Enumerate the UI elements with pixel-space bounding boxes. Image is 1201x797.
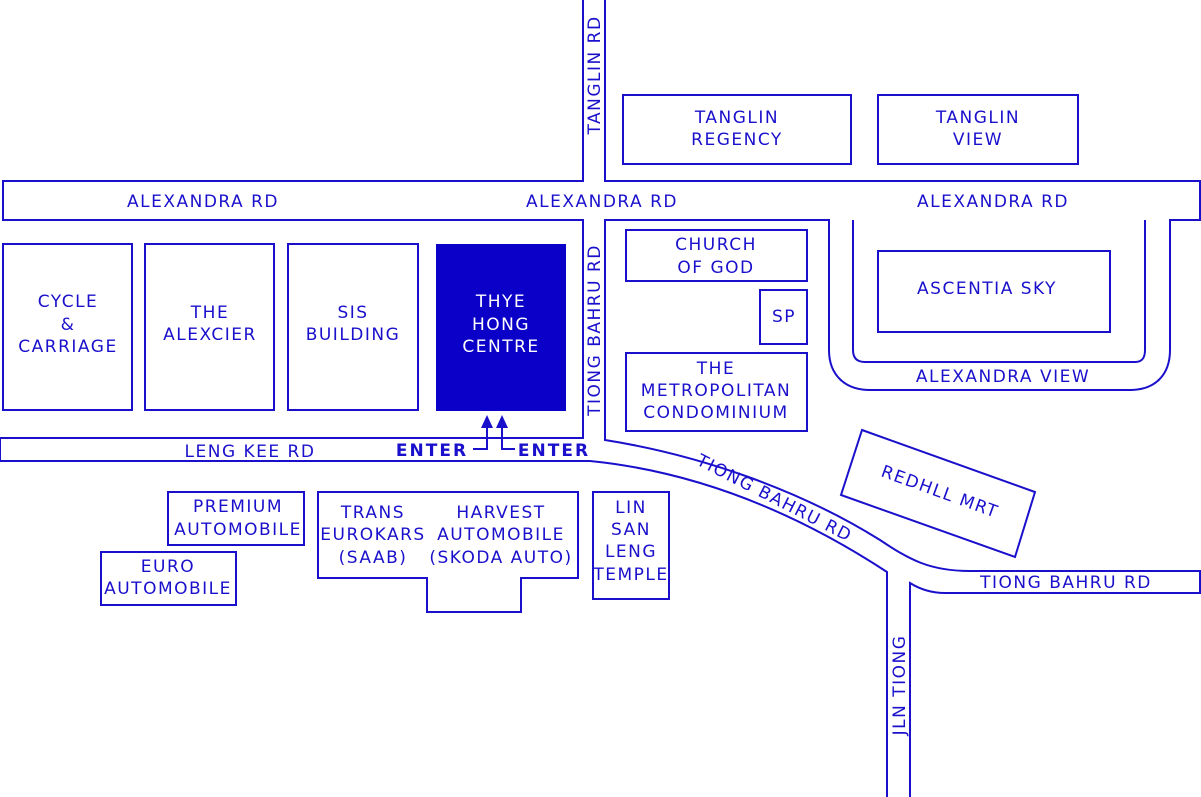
building-cycle-carriage: CYCLE&CARRIAGE <box>2 243 133 411</box>
entrance-markers: ENTER ENTER <box>396 415 590 461</box>
entrance-label: ENTER <box>518 441 590 461</box>
road-label-tiong-bahru-rd: TIONG BAHRU RD <box>585 244 605 417</box>
alexandra-view-inner <box>852 220 1146 363</box>
road-label-leng-kee-rd: LENG KEE RD <box>185 442 316 462</box>
road-label-tanglin-rd: TANGLIN RD <box>585 15 605 135</box>
road-label-tiong-bahru-rd: TIONG BAHRU RD <box>979 573 1152 593</box>
road-edge-east <box>604 0 1201 797</box>
arrow-up-icon <box>473 422 488 450</box>
road-label-alexandra-view: ALEXANDRA VIEW <box>916 367 1090 387</box>
arrow-up-icon <box>501 422 515 450</box>
svg-text:CYCLE&CARRIAGE: CYCLE&CARRIAGE <box>18 292 117 357</box>
arrow-up-icon <box>481 415 493 428</box>
building-ascentia-sky: ASCENTIA SKY <box>877 250 1111 333</box>
road-label-jln-tiong: JLN TIONG <box>890 635 910 737</box>
svg-text:ASCENTIA SKY: ASCENTIA SKY <box>917 279 1057 299</box>
road-label-alexandra-rd: ALEXANDRA RD <box>526 192 678 212</box>
road-label-alexandra-rd: ALEXANDRA RD <box>127 192 279 212</box>
arrow-up-icon <box>496 415 508 428</box>
road-label-tiong-bahru-rd: TIONG BAHRU RD <box>692 450 855 546</box>
road-edge-west <box>0 0 888 797</box>
entrance-label: ENTER <box>396 441 468 461</box>
building-sp: SP <box>759 289 808 345</box>
svg-text:SP: SP <box>772 307 796 327</box>
road-label-alexandra-rd: ALEXANDRA RD <box>917 192 1069 212</box>
building-redhill-mrt: REDHLL MRT <box>839 428 1037 559</box>
